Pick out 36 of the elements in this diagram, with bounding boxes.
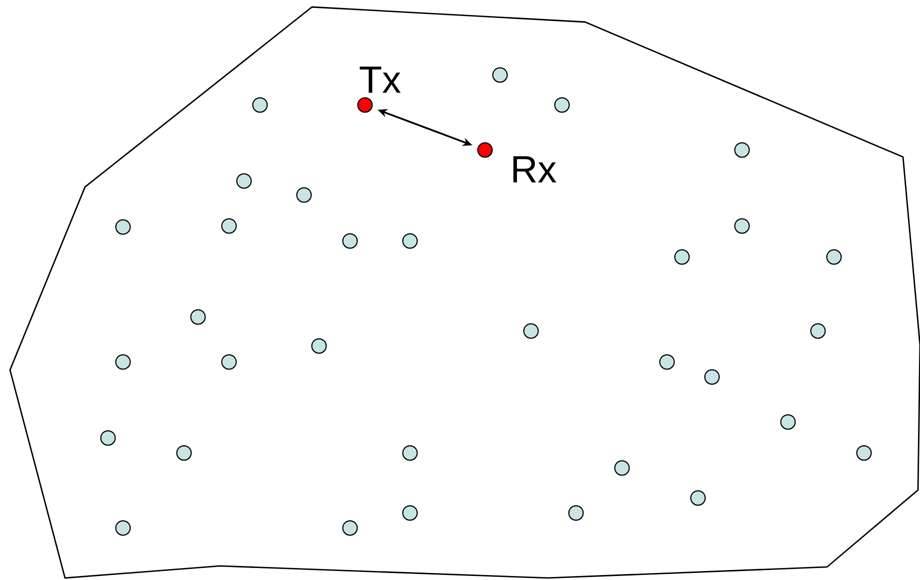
sensor-node: [115, 354, 131, 370]
transmitter-node: [357, 97, 373, 113]
sensor-node: [780, 414, 796, 430]
sensor-node: [115, 520, 131, 536]
sensor-node: [614, 460, 630, 476]
sensor-node: [492, 67, 508, 83]
sensor-node: [100, 430, 116, 446]
sensor-node: [826, 249, 842, 265]
sensor-node: [568, 505, 584, 521]
sensor-node: [523, 323, 539, 339]
sensor-node: [252, 97, 268, 113]
sensor-node: [402, 445, 418, 461]
sensor-node: [342, 233, 358, 249]
sensor-node: [704, 369, 720, 385]
sensor-node: [296, 187, 312, 203]
sensor-node: [402, 505, 418, 521]
sensor-node: [115, 219, 131, 235]
sensor-node: [674, 249, 690, 265]
sensor-node: [810, 323, 826, 339]
sensor-node: [690, 490, 706, 506]
sensor-node: [221, 354, 237, 370]
sensor-node: [856, 445, 872, 461]
sensor-node: [734, 142, 750, 158]
node-label: Tx: [360, 66, 401, 93]
sensor-node: [236, 173, 252, 189]
sensor-node: [659, 354, 675, 370]
sensor-node: [342, 520, 358, 536]
receiver-node: [477, 142, 493, 158]
sensor-node: [311, 338, 327, 354]
node-label: Rx: [513, 156, 556, 182]
sensor-node: [402, 233, 418, 249]
sensor-node: [554, 97, 570, 113]
sensor-node: [176, 445, 192, 461]
sensor-node: [221, 218, 237, 234]
sensor-node: [734, 218, 750, 234]
sensor-node: [190, 309, 206, 325]
